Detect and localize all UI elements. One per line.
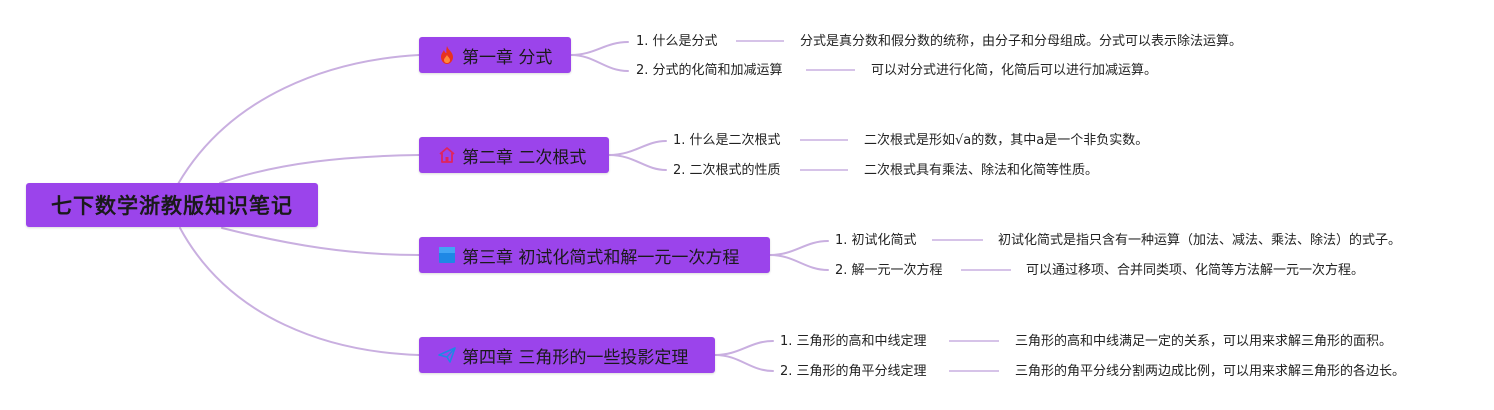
- ch2-branch-2: [608, 154, 667, 171]
- chapter-node-3[interactable]: 第三章 初试化简式和解一元一次方程: [419, 237, 770, 273]
- root-branch-2: [219, 154, 420, 184]
- ch1-item-1[interactable]: 1. 什么是分式: [636, 34, 718, 49]
- ch3-item-2[interactable]: 2. 解一元一次方程: [835, 263, 943, 278]
- root-branch-1: [177, 54, 420, 185]
- ch4-item-1[interactable]: 1. 三角形的高和中线定理: [780, 334, 927, 349]
- ch4-desc-1: 三角形的高和中线满足一定的关系，可以用来求解三角形的面积。: [1015, 334, 1393, 349]
- ch2-item-1[interactable]: 1. 什么是二次根式: [673, 133, 781, 148]
- ch1-branch-2: [570, 54, 629, 72]
- paper-plane-icon: [437, 345, 457, 365]
- fire-icon: [437, 45, 457, 65]
- ch3-branch-2: [769, 254, 829, 271]
- ch4-item-2[interactable]: 2. 三角形的角平分线定理: [780, 364, 927, 379]
- ch2-branch-1: [608, 140, 667, 156]
- ch3-desc-2: 可以通过移项、合并同类项、化简等方法解一元一次方程。: [1026, 263, 1365, 278]
- chapter-label: 第四章 三角形的一些投影定理: [462, 347, 689, 368]
- chapter-node-2[interactable]: 第二章 二次根式: [419, 137, 609, 173]
- chapter-node-4[interactable]: 第四章 三角形的一些投影定理: [419, 337, 715, 373]
- root-branch-4: [179, 227, 420, 356]
- root-node[interactable]: 七下数学浙教版知识笔记: [26, 183, 318, 227]
- ch1-desc-1: 分式是真分数和假分数的统称，由分子和分母组成。分式可以表示除法运算。: [800, 34, 1243, 49]
- chapter-label: 第三章 初试化简式和解一元一次方程: [462, 247, 740, 268]
- root-branch-3: [221, 227, 420, 256]
- ch3-item-1[interactable]: 1. 初试化简式: [835, 233, 917, 248]
- ch3-branch-1: [769, 240, 829, 256]
- chapter-label: 第一章 分式: [462, 47, 553, 68]
- home-icon: [437, 145, 457, 165]
- chapter-label: 第二章 二次根式: [462, 147, 587, 168]
- ch3-desc-1: 初试化简式是指只含有一种运算（加法、减法、乘法、除法）的式子。: [998, 233, 1402, 248]
- ch2-desc-1: 二次根式是形如√a的数，其中a是一个非负实数。: [864, 133, 1149, 148]
- blue-square-icon: [437, 245, 457, 265]
- ch2-item-2[interactable]: 2. 二次根式的性质: [673, 163, 781, 178]
- ch4-branch-2: [714, 354, 774, 372]
- ch2-desc-2: 二次根式具有乘法、除法和化简等性质。: [864, 163, 1099, 178]
- ch1-branch-1: [570, 41, 629, 56]
- ch1-item-2[interactable]: 2. 分式的化简和加减运算: [636, 63, 783, 78]
- ch4-branch-1: [714, 340, 774, 356]
- ch4-desc-2: 三角形的角平分线分割两边成比例，可以用来求解三角形的各边长。: [1015, 364, 1406, 379]
- chapter-node-1[interactable]: 第一章 分式: [419, 37, 571, 73]
- ch1-desc-2: 可以对分式进行化简，化简后可以进行加减运算。: [871, 63, 1158, 78]
